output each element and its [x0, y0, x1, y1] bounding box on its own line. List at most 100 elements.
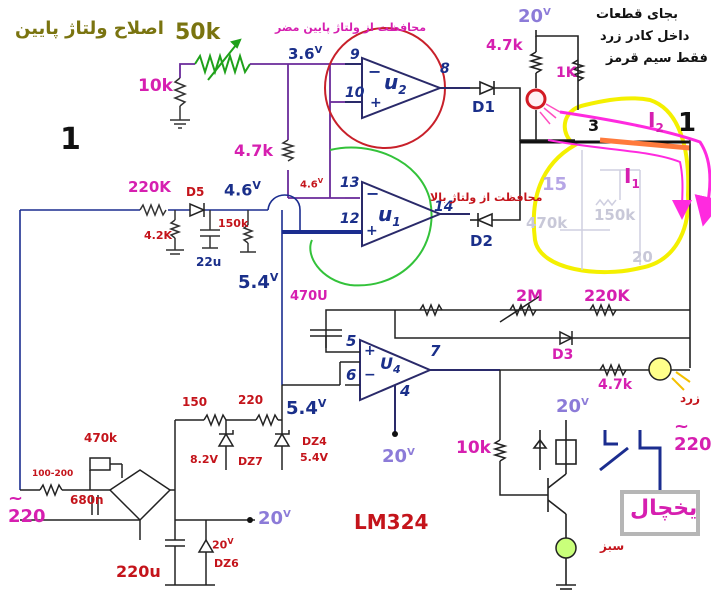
faded-old-components	[560, 150, 641, 270]
ghost-20: 20	[632, 248, 653, 266]
label-4k7-mid: 4.7k	[234, 141, 273, 160]
label-1k: 1K	[556, 65, 577, 81]
label-20v-bottom: 20V	[258, 508, 291, 529]
ghost-470k: 470k	[526, 214, 568, 232]
label-high-protect: محافظت از ولتاژ بالا	[430, 191, 543, 204]
title-lm324: LM324	[354, 510, 429, 534]
diode-d1	[470, 80, 575, 141]
label-num3: 3	[588, 116, 600, 135]
label-green-led: سبز	[600, 539, 625, 553]
resistor-220k	[139, 202, 167, 218]
pot-50k	[194, 38, 251, 81]
label-d2: D2	[470, 232, 493, 250]
label-220k-fb: 220K	[584, 286, 630, 305]
wire-20v-top	[528, 30, 586, 140]
led-yellow-rays	[671, 371, 691, 391]
label-yellow-led: زرد	[680, 391, 700, 405]
pin-5: 5	[346, 332, 357, 350]
label-u4: U4	[380, 354, 401, 377]
pin-9: 9	[350, 47, 360, 63]
label-4k7-top: 4.7k	[486, 36, 523, 54]
arrow-current-i2	[559, 110, 711, 227]
label-v54-mid: 5.4V	[238, 271, 279, 293]
pin-13: 13	[340, 175, 360, 191]
pin-14: 14	[434, 199, 454, 215]
label-d3: D3	[552, 347, 574, 363]
label-100-200: 100-200	[32, 469, 74, 479]
opamp-u4	[359, 338, 500, 432]
capacitor-22u	[200, 210, 220, 249]
label-220k: 220K	[128, 178, 171, 196]
label-v46-left: 4.6V	[224, 179, 261, 200]
label-20v-top: 20V	[518, 6, 551, 27]
label-220-left: ~220	[8, 488, 46, 527]
label-150k: 150k	[218, 217, 249, 230]
label-i1: I1	[624, 164, 640, 191]
label-dz7: DZ7	[238, 455, 263, 468]
label-v82: 8.2V	[190, 453, 218, 466]
label-10k-top: 10k	[138, 76, 173, 96]
led-yellow	[648, 357, 672, 381]
u2-minus-sign: −	[368, 62, 382, 81]
label-v46-small: 4.6V	[300, 177, 324, 191]
label-num1-right: 1	[678, 108, 697, 138]
wire-red-bypass	[599, 137, 691, 151]
pin-6: 6	[346, 366, 357, 384]
led-green	[555, 537, 577, 559]
label-v54-low: 5.4V	[286, 397, 327, 419]
note-line1: بجای قطعات	[596, 7, 679, 22]
pin-8: 8	[440, 61, 450, 77]
u2-plus-sign: +	[370, 95, 382, 111]
u1-minus-sign: −	[366, 184, 380, 203]
heading-fa: اصلاح ولتاژ پایین	[15, 18, 164, 39]
note-line2: داخل کادر زرد	[600, 29, 690, 44]
label-4k2: 4.2K	[144, 229, 173, 242]
label-220u: 220u	[116, 562, 161, 581]
ghost-15: 15	[542, 174, 568, 195]
pin-7: 7	[430, 342, 441, 360]
yellow-highlight-region	[531, 96, 691, 275]
label-u1: u1	[378, 202, 401, 229]
transistor-relay	[532, 420, 577, 590]
wires-navy	[19, 194, 301, 490]
zener-network	[174, 385, 291, 520]
u4-plus-sign: +	[364, 343, 376, 359]
label-v54-dz4: 5.4V	[300, 451, 328, 464]
led-top-red	[525, 88, 547, 110]
label-i2: I2	[648, 108, 664, 135]
label-d1: D1	[472, 98, 495, 116]
label-dz6: DZ6	[214, 557, 239, 570]
u1-green-circle	[309, 146, 433, 287]
fridge-box	[620, 490, 700, 536]
label-10k-base: 10k	[456, 438, 491, 458]
label-low-protect: محافظت از ولتاژ پایین مضر	[275, 21, 427, 34]
label-22u: 22u	[196, 255, 222, 269]
u4-minus-sign: −	[364, 367, 376, 383]
u1-plus-sign: +	[366, 223, 378, 239]
note-line3: فقط سیم قرمز	[606, 51, 708, 66]
diode-d5	[189, 202, 206, 218]
pot-label: 50k	[175, 20, 221, 45]
label-470u: 470U	[290, 289, 328, 304]
label-dz4: DZ4	[302, 435, 327, 448]
label-u2: u2	[384, 70, 407, 97]
label-20v-right: 20V	[556, 396, 589, 417]
resistor-10k-top	[170, 77, 190, 129]
node-gnd-u4	[392, 431, 398, 437]
pin-12: 12	[340, 211, 360, 227]
label-fridge: یخچال	[630, 496, 698, 521]
label-4k7-led: 4.7k	[598, 377, 633, 393]
relay-contacts	[599, 430, 662, 495]
label-470k: 470k	[84, 431, 118, 445]
ghost-150k: 150k	[594, 206, 636, 224]
arrow-current-i1	[547, 139, 693, 220]
label-r150: 150	[182, 395, 208, 409]
label-680n: 680n	[70, 493, 104, 507]
node-20v-out	[247, 517, 253, 523]
opamp-u1	[361, 180, 470, 248]
u4-network	[282, 295, 690, 496]
resistor-4k2	[166, 210, 184, 255]
pin-4: 4	[400, 382, 411, 400]
